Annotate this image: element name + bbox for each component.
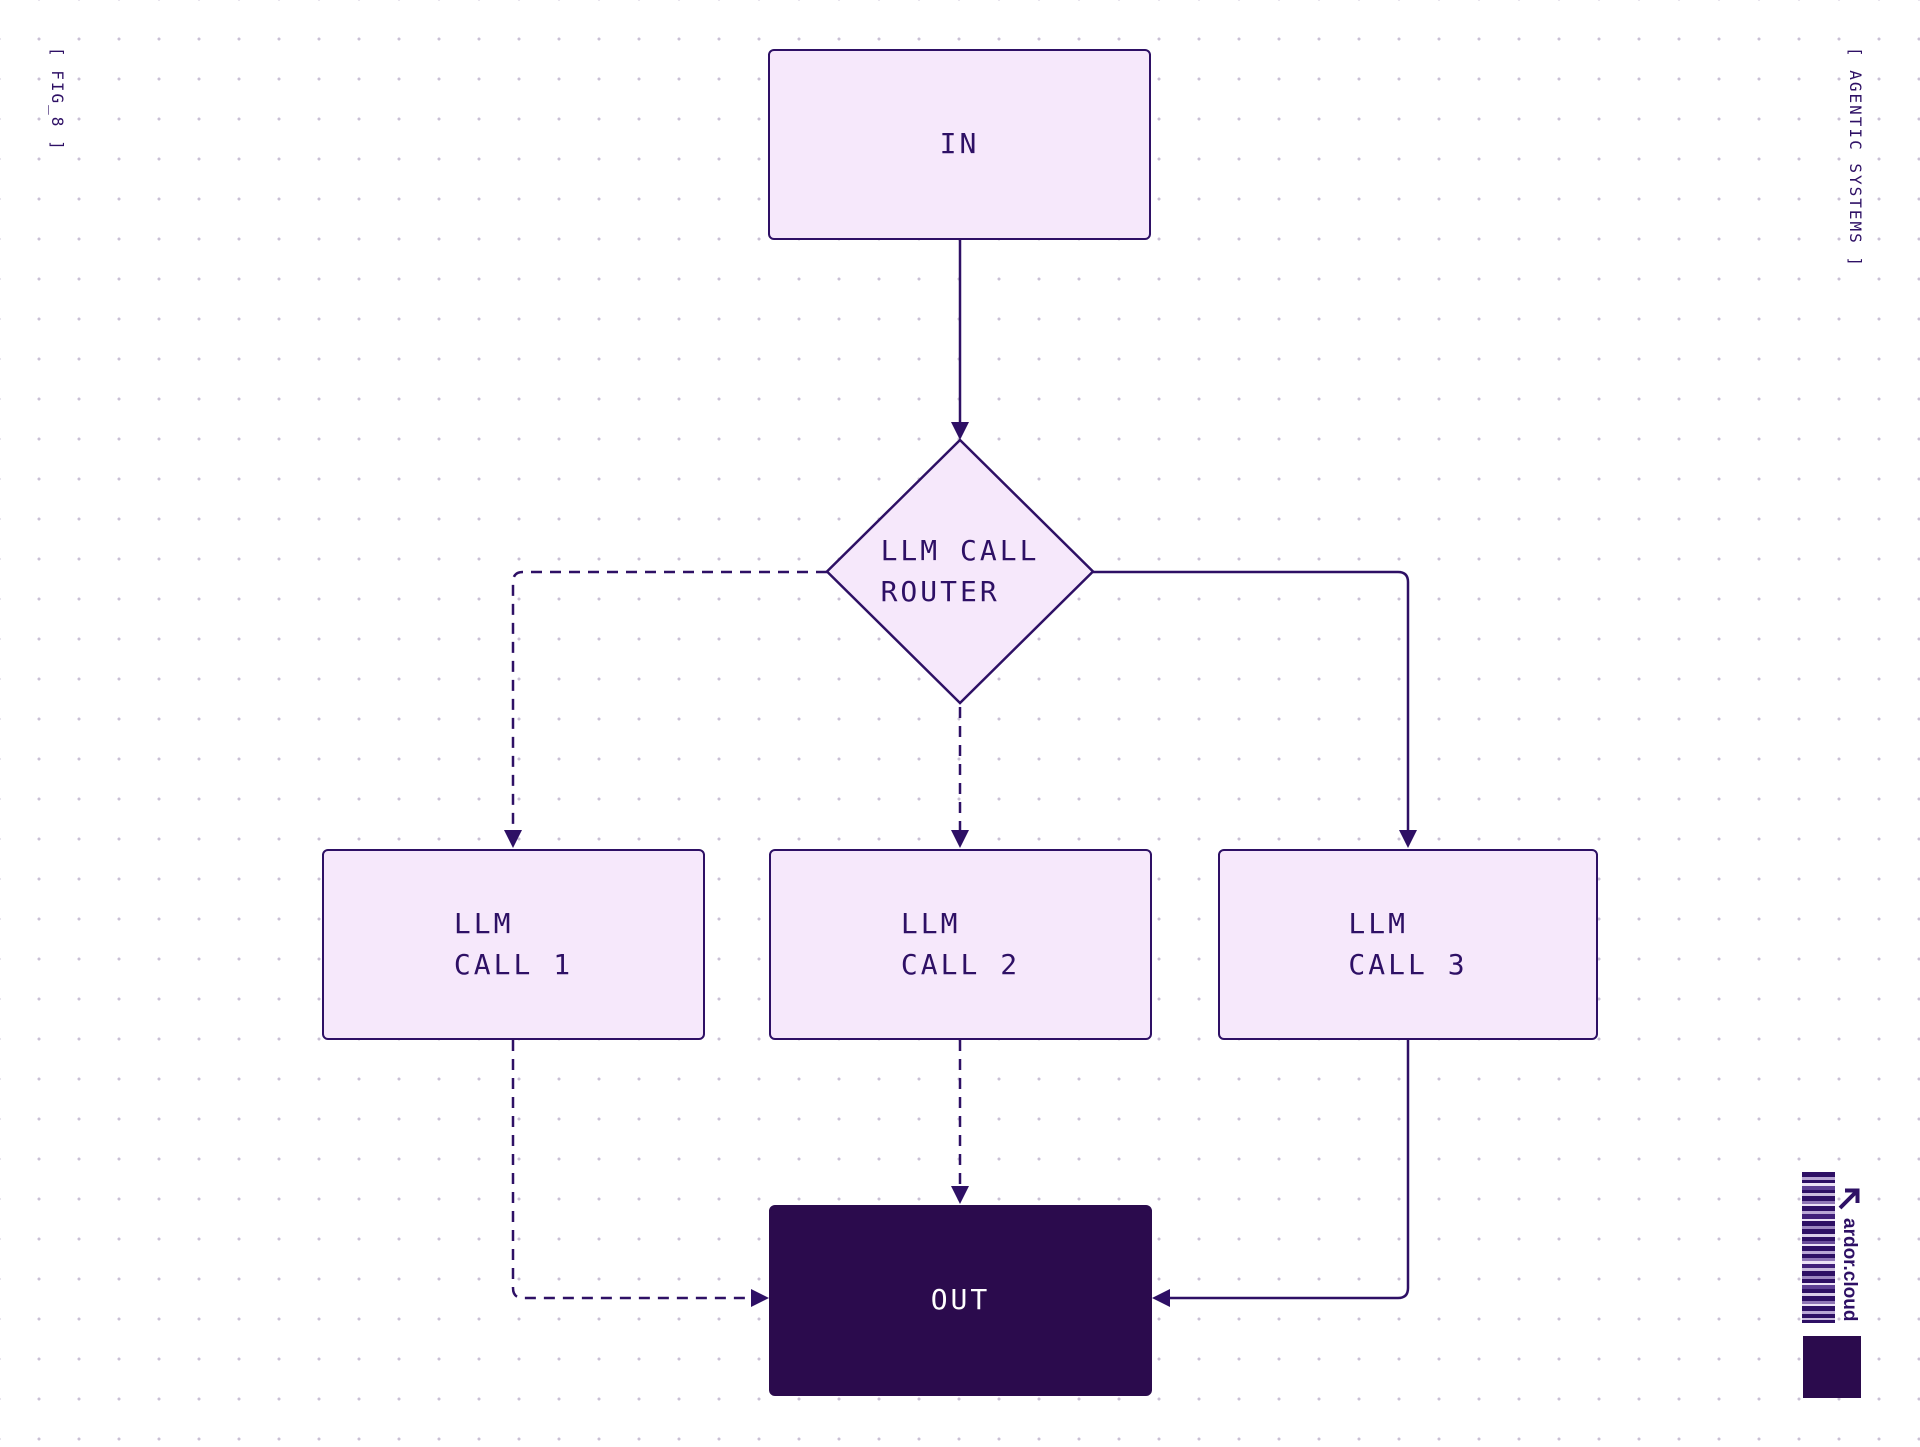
arrowhead-call1-out <box>751 1289 769 1307</box>
barcode <box>1802 1172 1835 1323</box>
node-router-label: LLM CALL ROUTER <box>880 533 1040 608</box>
node-llm-call-3: LLM CALL 3 <box>1218 849 1598 1040</box>
node-llm-call-3-label: LLM CALL 3 <box>1348 906 1468 981</box>
node-out-label: OUT <box>930 1283 991 1317</box>
node-out: OUT <box>769 1205 1152 1396</box>
logo-wordmark: ardor.cloud <box>1839 1218 1860 1322</box>
arrow-up-right-icon <box>1838 1188 1860 1210</box>
node-llm-call-2: LLM CALL 2 <box>769 849 1152 1040</box>
node-llm-call-1-label: LLM CALL 1 <box>453 906 574 981</box>
node-llm-call-1: LLM CALL 1 <box>322 849 705 1040</box>
arrowhead-router-call3 <box>1399 830 1417 848</box>
node-in: IN <box>768 49 1151 240</box>
node-in-label: IN <box>939 127 980 161</box>
edge-router-call3 <box>1093 570 1410 830</box>
router-diamond-shape <box>825 438 1095 705</box>
node-llm-call-2-label: LLM CALL 2 <box>900 906 1021 981</box>
edge-call3-out <box>1170 1040 1410 1300</box>
arrowhead-router-call2 <box>951 830 969 848</box>
figure-number-label: [ FIG_8 ] <box>48 47 67 152</box>
corner-square <box>1803 1336 1861 1398</box>
arrowhead-call3-out <box>1152 1289 1170 1307</box>
arrowhead-in-router <box>951 422 969 440</box>
series-title-label: [ AGENTIC SYSTEMS ] <box>1846 47 1865 269</box>
edge-call1-out <box>511 1040 751 1300</box>
arrowhead-router-call1 <box>504 830 522 848</box>
node-router: LLM CALL ROUTER <box>827 440 1093 703</box>
edge-router-call1 <box>511 570 827 830</box>
arrowhead-call2-out <box>951 1186 969 1204</box>
